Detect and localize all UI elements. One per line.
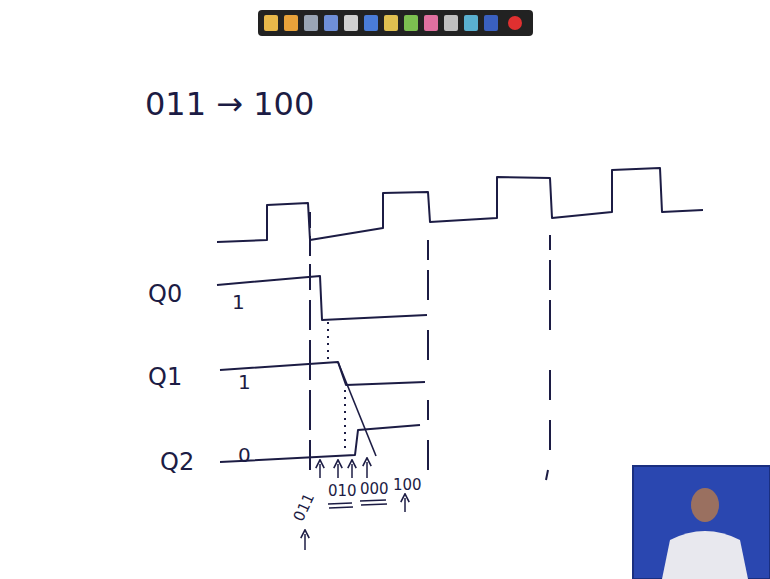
heading-note: 011 → 100 xyxy=(145,88,314,120)
state-value: 100 xyxy=(393,478,422,493)
signal-name: Q1 xyxy=(148,365,182,389)
signal-name: Q0 xyxy=(148,282,182,306)
logic-level: 1 xyxy=(238,372,251,392)
logic-level: 1 xyxy=(232,292,245,312)
state-value: 010 xyxy=(328,484,357,499)
state-value: 000 xyxy=(360,482,389,497)
webcam-inset xyxy=(633,466,770,579)
logic-level: 0 xyxy=(238,445,251,465)
waveforms xyxy=(217,168,703,550)
toolbar xyxy=(258,10,533,36)
state-value: 011 xyxy=(291,491,317,523)
signal-name: Q2 xyxy=(160,450,194,474)
